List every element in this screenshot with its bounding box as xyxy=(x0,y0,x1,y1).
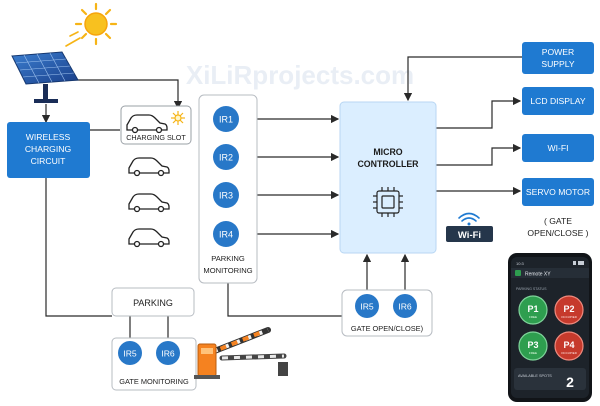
p2-status: OCCUPIED xyxy=(561,315,578,319)
app-logo-icon xyxy=(515,270,521,276)
micro-controller-line-2: CONTROLLER xyxy=(357,159,419,169)
ir2-sensor: IR2 xyxy=(213,144,239,170)
p4-status: OCCUPIED xyxy=(561,351,578,355)
p2-label: P2 xyxy=(563,304,574,314)
car-icon xyxy=(128,228,170,248)
car-icon xyxy=(126,114,168,134)
parking-box xyxy=(111,287,195,317)
micro-controller-line-1: MICRO xyxy=(373,147,402,157)
available-spots-label: AVAILABLE SPOTS xyxy=(518,374,552,378)
ir1-label: IR1 xyxy=(219,115,233,125)
ir1-sensor: IR1 xyxy=(213,106,239,132)
parking-spot-p4[interactable]: P4 OCCUPIED xyxy=(554,331,584,361)
gate-monitoring-label: GATE MONITORING xyxy=(119,377,189,386)
charging-slot-label: CHARGING SLOT xyxy=(126,133,186,142)
wifi-block xyxy=(522,134,594,162)
lcd-display-label: LCD DISPLAY xyxy=(530,96,586,106)
available-spots-panel xyxy=(514,368,586,390)
chip-icon xyxy=(373,187,403,217)
parking-spot-p1[interactable]: P1 FREE xyxy=(518,295,548,325)
p4-label: P4 xyxy=(563,340,574,350)
wireless-line-2: CHARGING xyxy=(25,144,72,154)
servo-motor-block xyxy=(522,178,594,206)
ir6-gate-label: IR6 xyxy=(398,302,412,312)
smartphone: 10:3 Remote XY PARKING STATUS P1 FREE P2… xyxy=(508,253,592,402)
ir4-label: IR4 xyxy=(219,230,233,240)
power-supply-line-2: SUPPLY xyxy=(541,59,575,69)
p1-status: FREE xyxy=(529,315,537,319)
p3-label: P3 xyxy=(527,340,538,350)
gate-open-close-label: GATE OPEN/CLOSE) xyxy=(351,324,423,333)
p1-label: P1 xyxy=(527,304,538,314)
ir5-gate-label: IR5 xyxy=(360,302,374,312)
parking-monitoring-line-2: MONITORING xyxy=(203,266,252,275)
sun-icon xyxy=(65,2,118,47)
barrier-gate-icon xyxy=(194,327,288,379)
ir3-label: IR3 xyxy=(219,191,233,201)
lcd-display-block xyxy=(522,87,594,115)
phone-status-icons xyxy=(573,261,584,265)
p3-status: FREE xyxy=(529,351,537,355)
parking-spot-p2[interactable]: P2 OCCUPIED xyxy=(554,295,584,325)
wifi-signal-icon xyxy=(458,212,480,226)
available-spots-count: 2 xyxy=(566,374,574,390)
parking-label: PARKING xyxy=(133,298,173,308)
ir5-parking-sensor: IR5 xyxy=(118,341,142,365)
spark-icon xyxy=(171,111,185,125)
micro-controller-block xyxy=(339,101,437,254)
ir2-label: IR2 xyxy=(219,153,233,163)
watermark: XiLiRprojects.com xyxy=(186,60,414,90)
ir6-parking-sensor: IR6 xyxy=(156,341,180,365)
wireless-line-1: WIRELESS xyxy=(26,132,71,142)
parking-spot-p3[interactable]: P3 FREE xyxy=(518,331,548,361)
phone-status-time: 10:3 xyxy=(516,261,525,266)
ir5-gate-sensor: IR5 xyxy=(355,294,379,318)
phone-section-label: PARKING STATUS xyxy=(516,287,547,291)
power-supply-block xyxy=(522,42,594,74)
ir6-parking-label: IR6 xyxy=(161,349,175,359)
servo-motor-label: SERVO MOTOR xyxy=(526,187,590,197)
ir6-gate-sensor: IR6 xyxy=(393,294,417,318)
wifi-block-label: WI-FI xyxy=(548,143,569,153)
servo-caption-line-1: ( GATE xyxy=(544,216,572,226)
wireless-line-3: CIRCUIT xyxy=(31,156,67,166)
ir3-sensor: IR3 xyxy=(213,182,239,208)
parking-monitoring-line-1: PARKING xyxy=(211,254,245,263)
wifi-badge-label: Wi-Fi xyxy=(458,230,481,241)
wireless-charging-circuit-block xyxy=(7,122,90,178)
ir4-sensor: IR4 xyxy=(213,221,239,247)
phone-app-title: Remote XY xyxy=(525,272,551,278)
car-icon xyxy=(128,193,170,213)
car-icon xyxy=(128,157,170,177)
solar-panel-icon xyxy=(11,51,79,103)
wifi-badge xyxy=(446,226,493,242)
power-supply-line-1: POWER xyxy=(542,47,574,57)
ir5-parking-label: IR5 xyxy=(123,349,137,359)
servo-caption-line-2: OPEN/CLOSE ) xyxy=(527,228,588,238)
